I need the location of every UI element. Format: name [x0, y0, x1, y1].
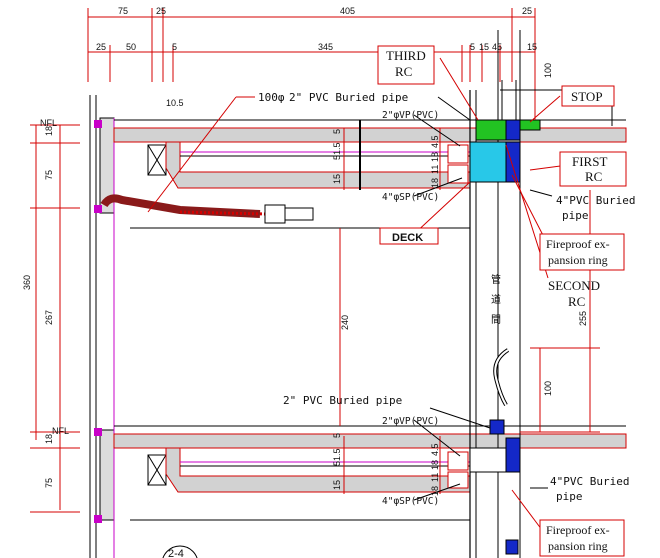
dim-joint-11b: 11 [430, 473, 440, 482]
shaft-char-2: 道 [491, 293, 501, 306]
note-vp-lower: 2"φVP(PVC) [382, 416, 439, 427]
shaft-char-1: 管 [491, 273, 501, 286]
note-pvc4-lower: 4"PVC Buried pipe [550, 475, 636, 503]
dim-joint-11a: 11 [430, 165, 440, 174]
second-rc-line2: RC [568, 294, 585, 309]
first-rc-label: FIRST RC [572, 154, 610, 184]
dim-top2-15b: 15 [527, 42, 537, 52]
third-rc-line2: RC [395, 64, 412, 79]
dim-slab-15b: 15 [332, 480, 342, 490]
detail-ref-label: 2-4 [168, 548, 184, 558]
dim-left-18b: 18 [44, 434, 54, 444]
dim-right-100b: 100 [543, 381, 553, 396]
dim-top-75: 75 [118, 6, 128, 16]
dim-top-405: 405 [340, 6, 355, 16]
dim-top2-25: 25 [96, 42, 106, 52]
note-sp-upper: 4"φSP(PVC) [382, 192, 439, 203]
pipe-shaft [497, 30, 521, 558]
fireproof-upper-line2: pansion ring [548, 253, 608, 267]
dim-left-267: 267 [44, 310, 54, 325]
slab-dims [343, 128, 441, 494]
note-pvc-buried-upper: 2" PVC Buried pipe [289, 91, 408, 104]
dim-slab-515b: 51.5 [332, 448, 342, 466]
lower-fittings [447, 348, 521, 555]
dim-top2-15: 15 [479, 42, 489, 52]
fireproof-lower-label: Fireproof ex- pansion ring [546, 523, 613, 553]
deck-box [379, 227, 439, 245]
dim-top2-5: 5 [172, 42, 177, 52]
dim-joint-45b: 4.5 [430, 443, 440, 456]
note-sp-lower: 4"φSP(PVC) [382, 496, 439, 507]
note-duct-100: 100φ [258, 91, 285, 104]
dim-slab-5a: 5 [332, 129, 342, 134]
first-rc-line1: FIRST [572, 154, 607, 169]
dim-top2-345: 345 [318, 42, 333, 52]
note-pvc4-upper-l1: 4"PVC Buried [556, 194, 635, 207]
third-rc-box [377, 45, 435, 85]
first-rc-box [559, 151, 627, 187]
fireproof-lower-line2: pansion ring [548, 539, 608, 553]
dim-top2-50: 50 [126, 42, 136, 52]
upper-slab [113, 119, 627, 190]
note-pvc-buried-lower: 2" PVC Buried pipe [283, 394, 402, 407]
stop-label: STOP [571, 89, 603, 104]
dim-joint-18c: 18 [430, 460, 440, 470]
detail-ref-bubble: 2-4 [162, 545, 198, 558]
dim-top-25a: 25 [156, 6, 166, 16]
shaft-char-3: 間 [491, 314, 501, 326]
third-rc-line1: THIRD [386, 48, 426, 63]
dim-joint-18d: 18 [430, 486, 440, 496]
facade-wall [89, 95, 167, 558]
dim-small-105: 10.5 [166, 98, 184, 108]
note-pvc4-lower-l2: pipe [556, 490, 583, 503]
nfl-lower: NFL [52, 426, 69, 436]
dim-left-360: 360 [22, 275, 32, 290]
dim-left-75a: 75 [44, 170, 54, 180]
dim-right-100a: 100 [543, 63, 553, 78]
dim-slab-15a: 15 [332, 174, 342, 184]
dim-joint-45a: 4.5 [430, 135, 440, 148]
dim-joint-18b: 18 [430, 178, 440, 188]
note-pvc4-upper: 4"PVC Buried pipe [556, 194, 642, 222]
left-dimensions [30, 124, 80, 513]
nfl-upper: NFL [40, 118, 57, 128]
flex-duct [100, 194, 314, 224]
dim-right-255: 255 [578, 311, 588, 326]
fireproof-upper-box [539, 233, 625, 271]
stop-box [561, 85, 615, 107]
dim-joint-18a: 18 [430, 152, 440, 162]
dim-left-18a: 18 [44, 126, 54, 136]
dim-slab-515a: 51.5 [332, 142, 342, 160]
note-pvc4-upper-l2: pipe [562, 209, 589, 222]
fireproof-lower-box [539, 519, 625, 557]
second-rc-label: SECOND RC [548, 278, 603, 309]
fireproof-upper-label: Fireproof ex- pansion ring [546, 237, 613, 267]
second-rc-line1: SECOND [548, 278, 600, 293]
third-rc-label: THIRD RC [386, 48, 429, 79]
dim-slab-5b: 5 [332, 433, 342, 438]
dim-top-25b: 25 [522, 6, 532, 16]
dim-top2-45: 45 [492, 42, 502, 52]
deck-label: DECK [392, 232, 423, 244]
dim-span-240: 240 [340, 315, 350, 330]
dim-left-75b: 75 [44, 478, 54, 488]
fireproof-lower-line1: Fireproof ex- [546, 523, 610, 537]
note-vp-upper: 2"φVP(PVC) [382, 110, 439, 121]
top-dimensions [87, 8, 536, 82]
first-rc-line2: RC [585, 169, 602, 184]
note-pvc4-lower-l1: 4"PVC Buried [550, 475, 629, 488]
fireproof-upper-line1: Fireproof ex- [546, 237, 610, 251]
dim-top2-5b: 5 [470, 42, 475, 52]
